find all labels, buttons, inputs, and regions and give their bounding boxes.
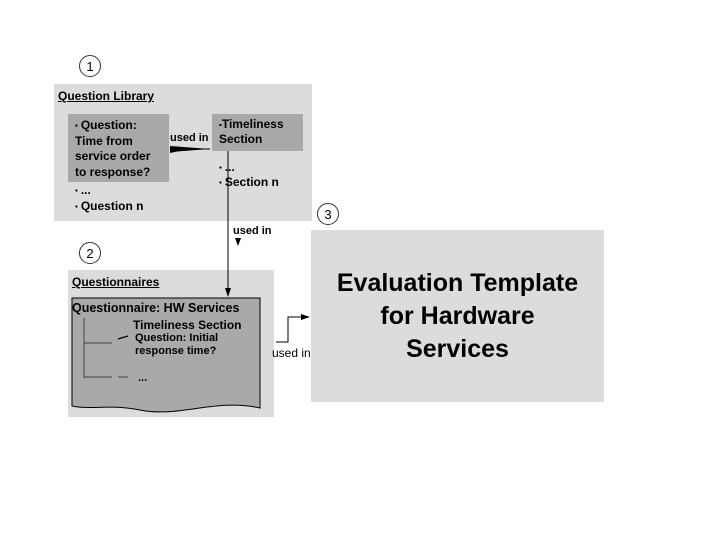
template-line-1: Evaluation Template (336, 269, 579, 297)
arrowhead-1b (170, 147, 184, 153)
used-in-label-3: used in (272, 346, 311, 360)
bullet-icon: ▪ (75, 121, 78, 131)
question-line-4: to response? (75, 164, 151, 179)
bullet-icon: ▪ (75, 202, 78, 212)
arrowhead-3 (301, 314, 310, 320)
arrowhead-2 (225, 288, 231, 297)
section-box (212, 114, 303, 151)
questionnaire-ellipsis: ... (138, 372, 148, 384)
question-line-3: service order (75, 149, 151, 164)
questionnaire-section: Timeliness Section (133, 318, 242, 332)
questionnaire-question-line-1: Question: Initial (135, 332, 219, 344)
template-line-3: Services (406, 335, 509, 363)
section-label: ▪Timeliness Section (219, 117, 284, 147)
evaluation-template-title: Evaluation Template for Hardware Service… (311, 267, 604, 366)
question-n: ▪Question n (75, 199, 144, 213)
questionnaire-document (71, 297, 261, 413)
used-in-label-2: used in (233, 225, 272, 237)
bullet-icon: ▪ (219, 120, 222, 130)
questionnaire-question-line-2: response time? (135, 345, 217, 357)
arrowhead-2b (235, 238, 241, 246)
connector-questionnaire-template (276, 316, 308, 343)
marker-3: 3 (317, 203, 339, 225)
section-ellipsis: ▪... (219, 160, 235, 174)
evaluation-template-panel (311, 230, 604, 402)
question-label: ▪Question: Time from service order to re… (75, 118, 150, 180)
marker-1: 1 (79, 55, 101, 77)
question-box (68, 114, 169, 182)
section-line-1: Timeliness (221, 117, 284, 131)
question-ellipsis: ▪... (75, 183, 91, 197)
questionnaires-title: Questionnaires (72, 275, 160, 289)
question-line-2: Time from (75, 133, 133, 148)
questionnaire-doc-title: Questionnaire: HW Services (72, 301, 240, 315)
question-line-1: Question: (80, 118, 137, 132)
template-line-2: for Hardware (380, 302, 535, 330)
bullet-icon: ▪ (219, 178, 222, 188)
questionnaire-question: Question: Initial response time? (135, 332, 218, 358)
section-n: ▪Section n (219, 175, 279, 189)
bullet-icon: ▪ (219, 163, 222, 173)
section-line-2: Section (219, 132, 263, 147)
tree-tick (117, 335, 129, 340)
question-library-title: Question Library (58, 89, 155, 103)
marker-2: 2 (79, 242, 101, 264)
used-in-label-1: used in (170, 132, 209, 144)
bullet-icon: ▪ (75, 186, 78, 196)
